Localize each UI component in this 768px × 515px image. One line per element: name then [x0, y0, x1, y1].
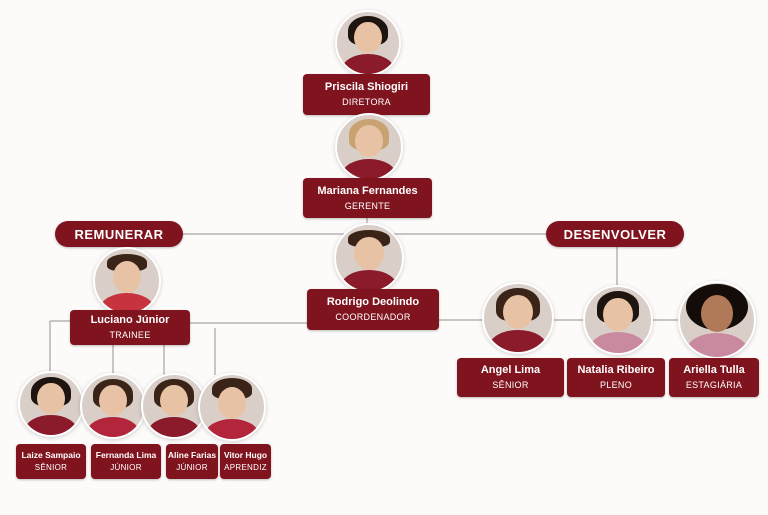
avatar-mariana	[335, 113, 403, 181]
member-role: JÚNIOR	[110, 463, 142, 472]
member-name: Vitor Hugo	[223, 450, 268, 460]
member-card-luciano: Luciano Júnior TRAINEE	[70, 310, 190, 345]
member-name: Aline Farias	[167, 450, 217, 460]
member-card-aline: Aline Farias JÚNIOR	[166, 444, 218, 479]
member-name: Laize Sampaio	[21, 450, 81, 460]
member-card-fernanda: Fernanda Lima JÚNIOR	[91, 444, 161, 479]
avatar-luciano	[93, 247, 161, 315]
member-name: Ariella Tulla	[683, 364, 745, 376]
member-role: ESTAGIÁRIA	[685, 380, 743, 390]
member-name: Natalia Ribeiro	[577, 364, 655, 376]
department-remunerar: REMUNERAR	[55, 221, 183, 247]
department-desenvolver: DESENVOLVER	[546, 221, 684, 247]
member-role: SÊNIOR	[34, 463, 68, 472]
avatar-fernanda	[80, 373, 146, 439]
member-role: DIRETORA	[342, 97, 391, 107]
avatar-natalia	[583, 285, 653, 355]
member-name: Rodrigo Deolindo	[326, 296, 420, 308]
member-name: Mariana Fernandes	[317, 184, 418, 197]
member-card-angel: Angel Lima SÊNIOR	[457, 358, 564, 397]
avatar-vitor	[198, 373, 266, 441]
avatar-rodrigo	[334, 223, 404, 293]
member-card-laize: Laize Sampaio SÊNIOR	[16, 444, 86, 479]
member-name: Angel Lima	[480, 364, 541, 376]
avatar-priscila	[335, 10, 401, 76]
member-role: APRENDIZ	[224, 463, 267, 472]
member-role: JÚNIOR	[176, 463, 208, 472]
member-name: Luciano Júnior	[90, 314, 170, 326]
avatar-laize	[18, 371, 84, 437]
member-name: Fernanda Lima	[95, 450, 157, 460]
avatar-aline	[141, 373, 207, 439]
member-role: PLENO	[599, 380, 632, 390]
member-role: SÊNIOR	[492, 380, 529, 390]
member-card-mariana: Mariana Fernandes GERENTE	[303, 178, 432, 218]
avatar-angel	[482, 282, 554, 354]
member-card-vitor: Vitor Hugo APRENDIZ	[220, 444, 271, 479]
member-role: GERENTE	[344, 200, 391, 211]
member-name: Priscila Shiogiri	[324, 81, 409, 93]
avatar-ariella	[678, 281, 756, 359]
member-role: COORDENADOR	[335, 312, 411, 322]
member-card-rodrigo: Rodrigo Deolindo COORDENADOR	[307, 289, 439, 330]
member-card-ariella: Ariella Tulla ESTAGIÁRIA	[669, 358, 759, 397]
member-role: TRAINEE	[109, 330, 151, 340]
member-card-natalia: Natalia Ribeiro PLENO	[567, 358, 665, 397]
member-card-priscila: Priscila Shiogiri DIRETORA	[303, 74, 430, 115]
